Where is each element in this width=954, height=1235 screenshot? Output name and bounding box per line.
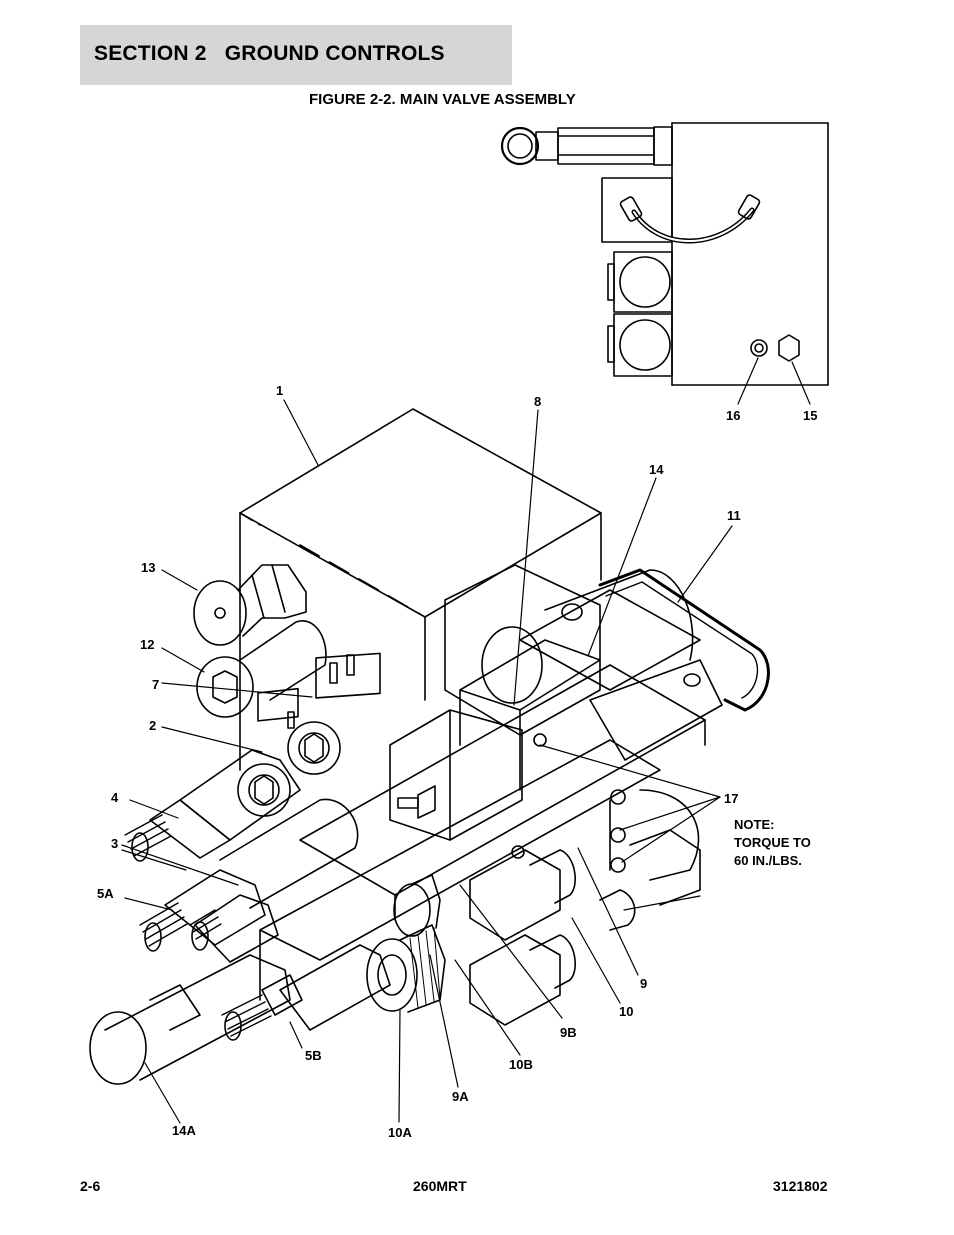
note-heading: NOTE: bbox=[734, 817, 775, 832]
callout-16: 16 bbox=[726, 408, 740, 423]
callout-8: 8 bbox=[534, 394, 541, 409]
callout-labels: 1 2 3 4 5A 5B 7 8 9 9A 9B 10 10A 10B 11 … bbox=[97, 383, 817, 1140]
callout-5a: 5A bbox=[97, 886, 114, 901]
figure-title: FIGURE 2-2. MAIN VALVE ASSEMBLY bbox=[309, 91, 576, 108]
callout-9b: 9B bbox=[560, 1025, 577, 1040]
callout-9: 9 bbox=[640, 976, 647, 991]
note-line-3: 60 IN./LBS. bbox=[734, 853, 802, 868]
callout-11: 11 bbox=[727, 508, 741, 523]
section-header bbox=[80, 25, 512, 85]
callout-10a: 10A bbox=[388, 1125, 412, 1140]
callout-1: 1 bbox=[276, 383, 283, 398]
callout-10b: 10B bbox=[509, 1057, 533, 1072]
callout-14a: 14A bbox=[172, 1123, 196, 1138]
inset-view bbox=[500, 122, 829, 386]
section-title: SECTION 2 GROUND CONTROLS bbox=[94, 42, 445, 65]
main-assembly bbox=[89, 408, 770, 1085]
footer-page-number: 2-6 bbox=[80, 1178, 101, 1194]
footer-doc-number: 3121802 bbox=[773, 1178, 828, 1194]
note-line-2: TORQUE TO bbox=[734, 835, 811, 850]
callout-17: 17 bbox=[724, 791, 738, 806]
callout-7: 7 bbox=[152, 677, 159, 692]
callout-3: 3 bbox=[111, 836, 118, 851]
callout-15: 15 bbox=[803, 408, 817, 423]
callout-5b: 5B bbox=[305, 1048, 322, 1063]
leader-lines bbox=[121, 357, 811, 1124]
callout-2: 2 bbox=[149, 718, 156, 733]
footer-model: 260MRT bbox=[413, 1178, 467, 1194]
callout-10: 10 bbox=[619, 1004, 633, 1019]
callout-9a: 9A bbox=[452, 1089, 469, 1104]
callout-14: 14 bbox=[649, 462, 664, 477]
callout-12: 12 bbox=[140, 637, 154, 652]
callout-13: 13 bbox=[141, 560, 155, 575]
callout-4: 4 bbox=[111, 790, 119, 805]
torque-note: NOTE: TORQUE TO 60 IN./LBS. bbox=[734, 816, 811, 870]
